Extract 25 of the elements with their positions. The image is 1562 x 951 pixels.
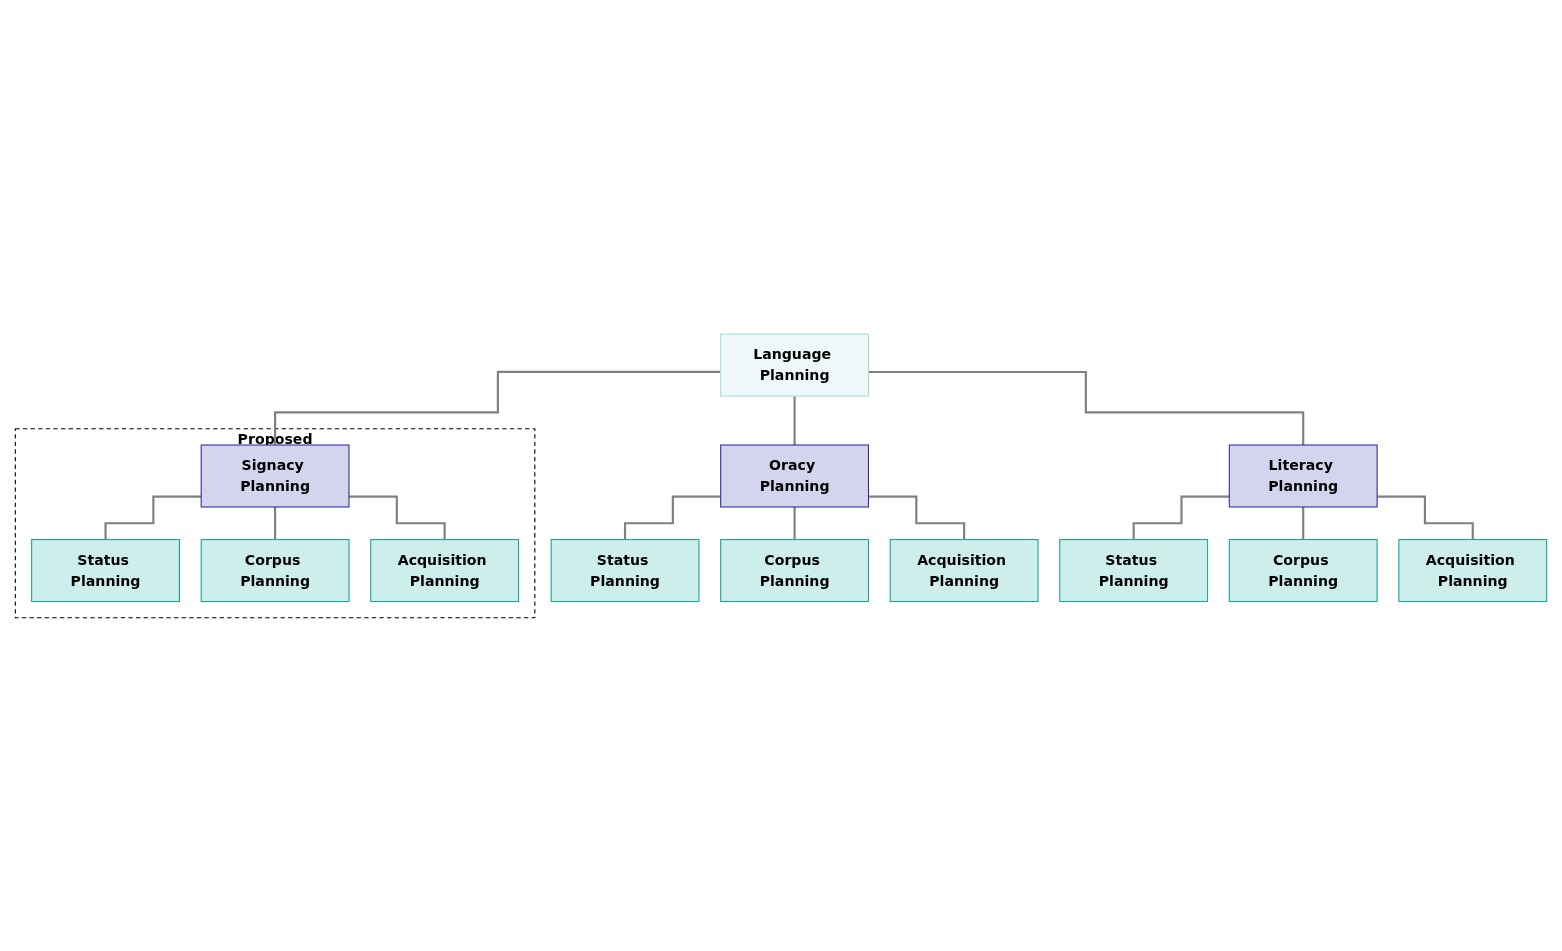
connector xyxy=(1377,495,1474,541)
connector xyxy=(349,495,446,541)
node-box: Corpus Planning xyxy=(720,538,870,602)
connector xyxy=(623,495,721,541)
connector xyxy=(274,370,721,446)
node-box: Acquisition Planning xyxy=(370,538,520,602)
connector xyxy=(868,370,1305,446)
node-box: Corpus Planning xyxy=(200,538,350,602)
connector xyxy=(1302,505,1305,541)
node-box: Status Planning xyxy=(31,538,180,602)
node-box: Acquisition Planning xyxy=(889,538,1039,602)
node-box: Language Planning xyxy=(720,333,870,397)
node-box: Literacy Planning xyxy=(1228,444,1378,507)
connector xyxy=(793,505,796,541)
node-box: Status Planning xyxy=(1059,538,1209,602)
connector xyxy=(274,505,277,541)
connector xyxy=(104,495,202,541)
node-box: Status Planning xyxy=(550,538,700,602)
node-box: Oracy Planning xyxy=(720,444,870,507)
connector xyxy=(868,495,966,541)
node-box: Acquisition Planning xyxy=(1398,538,1548,602)
node-box: Corpus Planning xyxy=(1228,538,1378,602)
connector xyxy=(793,394,796,446)
connector xyxy=(1132,495,1230,541)
node-box: Signacy Planning xyxy=(200,444,350,507)
